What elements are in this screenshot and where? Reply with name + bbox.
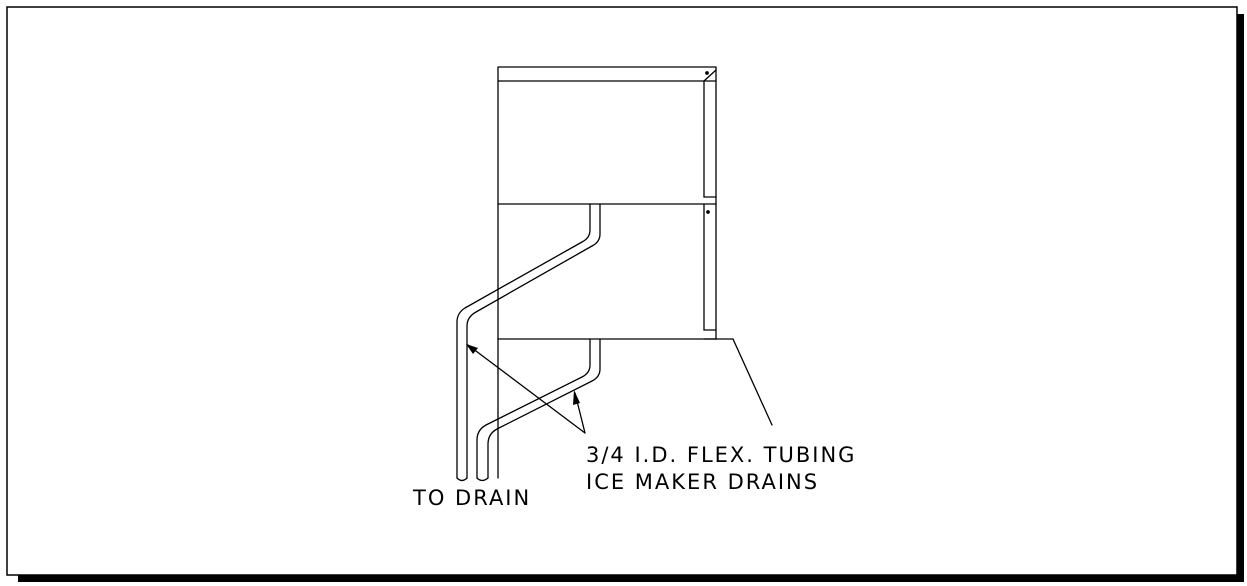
lower-ice-maker <box>497 203 717 340</box>
arrowhead-upper-tube <box>466 344 478 354</box>
frame-shadow <box>18 14 1244 582</box>
upper-ice-maker <box>497 66 717 205</box>
ice-maker-drains-label: ICE MAKER DRAINS <box>586 470 819 494</box>
border-frame <box>6 6 1238 576</box>
leader-arrowheads <box>466 344 580 405</box>
lower-drain-tube <box>476 338 601 482</box>
upper-drain-tube <box>456 203 601 482</box>
to-drain-label: TO DRAIN <box>412 486 531 510</box>
tubing-label: 3/4 I.D. FLEX. TUBING <box>586 443 856 467</box>
arrowhead-lower-tube <box>573 390 580 405</box>
